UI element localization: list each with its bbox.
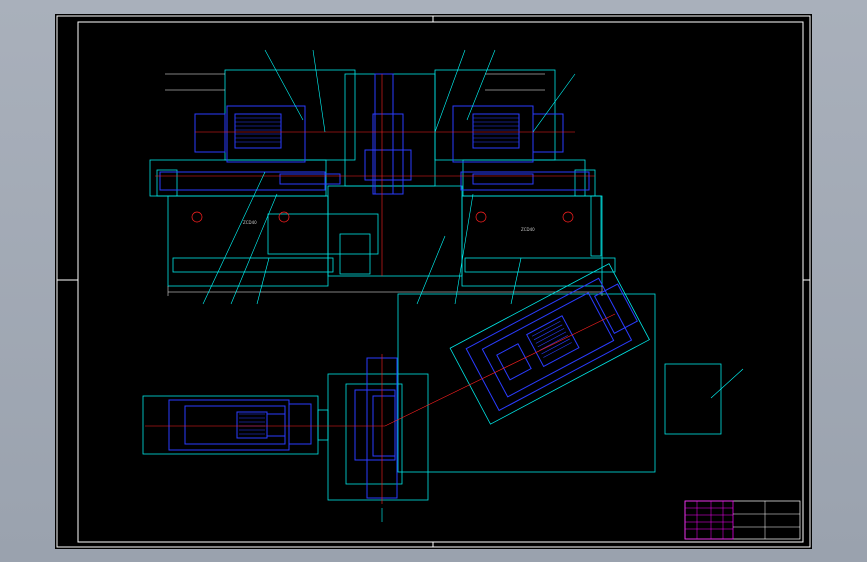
cad-drawing-viewport[interactable]: ZCD40 ZCD40	[55, 14, 812, 549]
front-elevation: ZCD40 ZCD40	[149, 49, 616, 305]
table-right-label: ZCD40	[521, 227, 535, 232]
title-block	[684, 500, 801, 540]
drawing-frame	[56, 15, 811, 548]
cad-drawing-canvas: ZCD40 ZCD40	[56, 15, 811, 548]
frame-ticks	[57, 16, 810, 547]
plan-view	[142, 263, 744, 522]
table-left-label: ZCD40	[243, 220, 257, 225]
